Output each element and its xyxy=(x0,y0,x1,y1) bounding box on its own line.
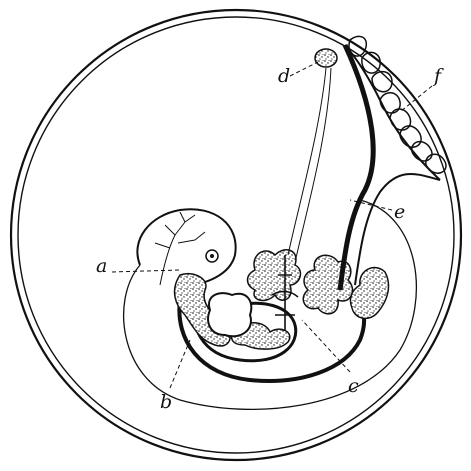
label-f: f xyxy=(432,65,444,87)
label-c: c xyxy=(348,375,359,397)
label-b: b xyxy=(160,391,172,413)
yolk-sac xyxy=(315,49,337,67)
vitelline-duct xyxy=(288,68,326,255)
chorion-outer-wall xyxy=(11,10,461,460)
label-d: d xyxy=(278,65,290,87)
allantoic-duct-center xyxy=(210,254,214,258)
leader-d xyxy=(290,62,318,76)
label-a: a xyxy=(96,255,107,277)
allantoic-vessels xyxy=(155,212,205,285)
umbilical-cord-sheath xyxy=(355,174,440,285)
vitelline-duct-2 xyxy=(296,68,331,258)
umbilical-cord xyxy=(340,45,373,290)
leader-b xyxy=(170,340,190,388)
label-e: e xyxy=(394,201,405,223)
leader-c xyxy=(302,320,350,372)
leader-a xyxy=(112,270,180,272)
chorionic-villi xyxy=(349,36,446,173)
heart-liver xyxy=(208,293,251,336)
chorion-inner-wall xyxy=(18,17,454,453)
